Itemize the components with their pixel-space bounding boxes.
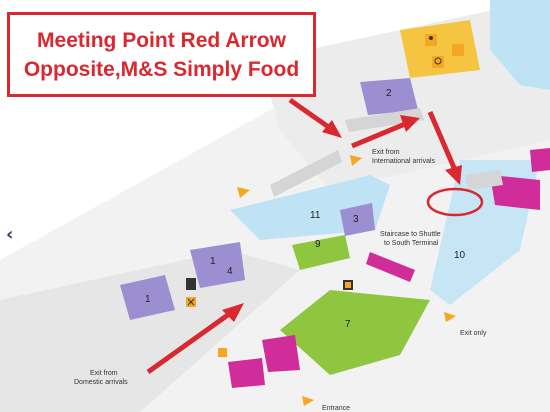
direction-arrow-icon	[302, 396, 314, 406]
phone-icon	[218, 348, 227, 357]
unit-magenta-1	[366, 252, 415, 282]
meeting-point-circle	[426, 187, 484, 217]
unit-label-4: 4	[227, 266, 233, 277]
unit-label-9: 9	[315, 239, 321, 250]
exit-international-label-2: International arrivals	[372, 158, 436, 165]
red-arrow-international	[351, 115, 420, 149]
unit-magenta-3	[262, 335, 300, 372]
restaurant-icon	[186, 297, 196, 307]
unit-label-2: 2	[386, 88, 392, 99]
unit-7-green	[280, 290, 430, 375]
unit-magenta-5	[530, 148, 550, 172]
chevron-left-icon[interactable]: ‹	[6, 224, 14, 245]
unit-magenta-4	[228, 358, 265, 388]
red-arrow-meeting	[427, 111, 462, 185]
staircase-label-1: Staircase to Shuttle	[380, 231, 441, 238]
unit-9-green	[292, 235, 350, 270]
callout-line-2: Opposite,M&S Simply Food	[23, 57, 300, 81]
service-block-yellow	[400, 20, 480, 78]
atm-icon	[343, 280, 353, 290]
red-arrow-callout	[288, 97, 342, 138]
entrance-label: Entrance	[322, 405, 350, 412]
partition-1	[270, 150, 342, 197]
unit-label-3: 3	[353, 214, 359, 225]
callout-line-1: Meeting Point Red Arrow	[37, 28, 286, 52]
staircase-label-2: to South Terminal	[384, 240, 439, 247]
accessible-toilet-icon	[432, 56, 444, 68]
unit-1-purple	[120, 275, 175, 320]
unit-2-purple	[360, 78, 418, 115]
direction-arrow-icon	[350, 155, 362, 166]
info-icon: i	[186, 278, 196, 290]
red-arrow-domestic	[146, 303, 244, 375]
exit-only-label: Exit only	[460, 330, 487, 337]
unit-label-10: 10	[454, 250, 466, 261]
exit-domestic-label-1: Exit from	[90, 370, 118, 377]
partition-3	[465, 170, 503, 190]
baby-change-icon	[452, 44, 464, 56]
partition-2	[345, 108, 424, 132]
unit-3-purple	[340, 203, 375, 236]
area-top-right-blue	[490, 0, 550, 90]
floor-lower-left	[0, 250, 300, 412]
unit-label-11: 11	[310, 210, 321, 221]
toilets-icon	[425, 34, 437, 46]
unit-1b-purple	[190, 242, 245, 288]
unit-label-1a: 1	[145, 294, 151, 305]
unit-label-7: 7	[345, 319, 351, 330]
meeting-point-callout: Meeting Point Red Arrow Opposite,M&S Sim…	[7, 12, 316, 97]
direction-arrow-icon	[237, 187, 250, 198]
exit-international-label-1: Exit from	[372, 149, 400, 156]
exit-domestic-label-2: Domestic arrivals	[74, 379, 128, 386]
svg-text:i: i	[188, 283, 190, 290]
direction-arrow-icon	[444, 312, 456, 322]
unit-label-1b: 1	[210, 256, 216, 267]
